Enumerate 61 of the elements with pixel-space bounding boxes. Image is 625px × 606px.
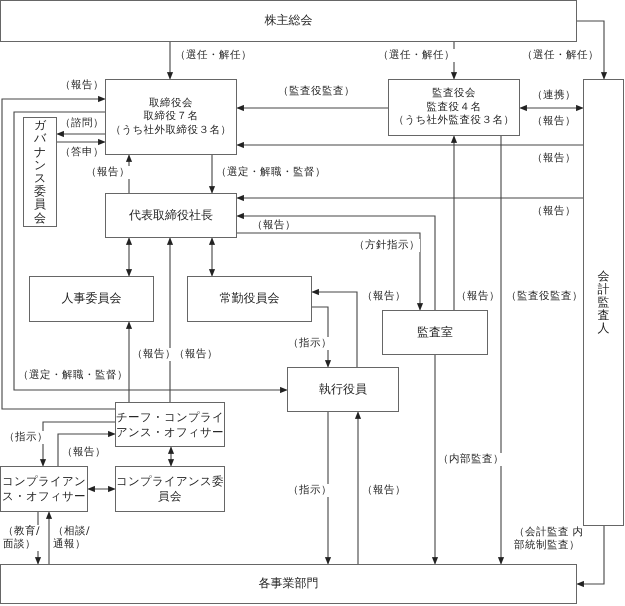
box-label: 株主総会: [264, 13, 312, 29]
arrow: [498, 136, 504, 565]
org-box: [105, 79, 237, 155]
box-label: 取締役７名: [144, 110, 198, 124]
org-box: [23, 117, 57, 227]
arrow: [236, 212, 436, 310]
arrow: [237, 232, 424, 311]
org-box: [187, 276, 312, 322]
arrow: [126, 237, 132, 277]
arrow: [87, 486, 116, 492]
arrow: [166, 42, 174, 80]
box-label: ガバナンス委員会: [34, 119, 46, 225]
org-box: [388, 79, 520, 136]
org-box: [583, 79, 624, 526]
org-box: [382, 310, 488, 355]
box-label: 代表取締役社長: [129, 208, 213, 224]
arrow: [46, 511, 52, 564]
arrow: [324, 412, 332, 565]
org-box: [0, 0, 577, 42]
arrow: [236, 104, 388, 112]
box-label: 会計監査人: [598, 270, 610, 336]
arrow: [576, 526, 605, 588]
box-label: コンプライアンス・オフィサー: [1, 474, 87, 504]
box-label: 監査役会: [432, 87, 476, 101]
arrow: [13, 111, 288, 394]
org-box: [0, 564, 577, 604]
arrow: [450, 135, 458, 310]
box-label: チーフ・コンプライアンス・オフィサー: [116, 410, 224, 440]
arrow: [236, 142, 583, 148]
box-label: 取締役会: [149, 96, 193, 110]
arrow: [208, 237, 216, 277]
arrow: [519, 104, 584, 112]
org-box: [115, 466, 225, 512]
org-box: [29, 276, 154, 322]
arrow: [166, 237, 174, 402]
org-box: [0, 466, 88, 512]
box-label: （うち社外監査役３名）: [394, 114, 514, 128]
box-label: 監査室: [417, 324, 453, 340]
arrow: [311, 288, 358, 367]
box-label: （うち社外取締役３名）: [110, 124, 232, 138]
arrow: [1, 96, 115, 410]
org-box: [115, 402, 225, 447]
box-label: 監査役４名: [426, 100, 482, 114]
arrow: [40, 421, 115, 467]
arrow: [236, 194, 583, 202]
arrow: [57, 138, 106, 146]
box-label: 常勤役員会: [220, 291, 280, 307]
box-label: コンプライアンス委員会: [116, 474, 224, 504]
box-label: 人事委員会: [62, 291, 122, 307]
arrow: [577, 20, 608, 80]
arrow: [432, 355, 438, 565]
arrow: [168, 446, 174, 467]
arrow: [57, 430, 116, 466]
arrow: [354, 411, 362, 564]
box-label: 執行役員: [319, 382, 367, 398]
arrow: [56, 130, 105, 138]
box-label: 各事業部門: [258, 576, 318, 592]
org-box: [105, 193, 237, 238]
arrow: [208, 155, 216, 194]
org-box: [287, 367, 399, 412]
arrow: [126, 321, 132, 402]
